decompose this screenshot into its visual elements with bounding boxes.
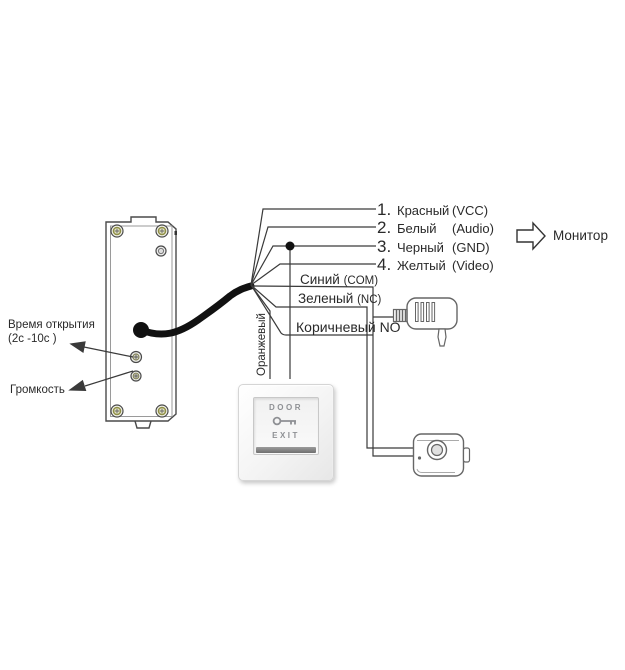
green-name: Зеленый xyxy=(298,291,354,306)
main-cable xyxy=(133,282,255,338)
wire-label-3: 3. Черный (GND) xyxy=(377,237,490,257)
open-time-label: Время открытия (2с -10с ) xyxy=(8,318,95,347)
wire-red xyxy=(250,208,376,286)
wire-color-name: Черный xyxy=(397,240,444,255)
wire-label-2: 2. Белый (Audio) xyxy=(377,218,494,238)
wire-orange xyxy=(250,284,271,379)
exit-button-slot xyxy=(256,447,316,453)
wire-color-name: Красный xyxy=(397,203,450,218)
wire-signal-type: (Video) xyxy=(452,258,494,273)
key-icon xyxy=(272,416,296,426)
exit-button-plate: DOOR EXIT xyxy=(253,397,319,455)
blue-type: (COM) xyxy=(343,275,379,287)
wire-signal-type: (Audio) xyxy=(452,221,494,236)
brown-no-label: Коричневый NO xyxy=(296,319,401,335)
open-time-line1: Время открытия xyxy=(8,319,95,331)
leader-arrows xyxy=(68,341,134,392)
wire-white xyxy=(250,226,376,286)
panel-adjust-screws xyxy=(129,245,167,382)
blue-com-label: Синий (COM) xyxy=(300,272,378,287)
wire-yellow xyxy=(250,263,376,286)
wire-label-4: 4. Желтый (Video) xyxy=(377,255,494,275)
wire-lines xyxy=(250,208,413,457)
monitor-label: Монитор xyxy=(553,228,608,243)
monitor-arrow-icon xyxy=(516,221,546,251)
volume-label: Громкость xyxy=(10,384,65,396)
door-panel xyxy=(105,216,177,429)
wire-number: 3. xyxy=(377,237,392,256)
wire-number: 2. xyxy=(377,218,392,237)
power-adapter-icon xyxy=(392,297,458,347)
wire-number: 1. xyxy=(377,200,392,219)
exit-button-door-text: DOOR xyxy=(269,403,303,412)
wire-number: 4. xyxy=(377,255,392,274)
wire-color-name: Белый xyxy=(397,221,437,236)
electric-lock-icon xyxy=(412,433,471,477)
blue-name: Синий xyxy=(300,272,340,287)
volume-adjust-screw xyxy=(130,370,142,382)
wire-blue-com xyxy=(251,285,413,457)
wire-green-nc xyxy=(250,284,413,449)
exit-button: DOOR EXIT xyxy=(238,384,334,481)
wire-signal-type: (VCC) xyxy=(452,203,489,218)
panel-corner-screws xyxy=(110,224,169,418)
wire-signal-type: (GND) xyxy=(452,240,490,255)
wire-brown-no xyxy=(250,284,373,336)
gnd-junction-dot xyxy=(285,241,295,251)
wire-black xyxy=(250,245,376,286)
orange-label: Оранжевый xyxy=(256,313,268,376)
wire-color-name: Желтый xyxy=(397,258,446,273)
exit-button-exit-text: EXIT xyxy=(272,431,300,440)
wire-label-1: 1. Красный (VCC) xyxy=(377,200,488,220)
green-type: (NC) xyxy=(357,294,382,306)
green-nc-label: Зеленый (NC) xyxy=(298,291,381,306)
open-time-line2: (2с -10с ) xyxy=(8,333,57,346)
